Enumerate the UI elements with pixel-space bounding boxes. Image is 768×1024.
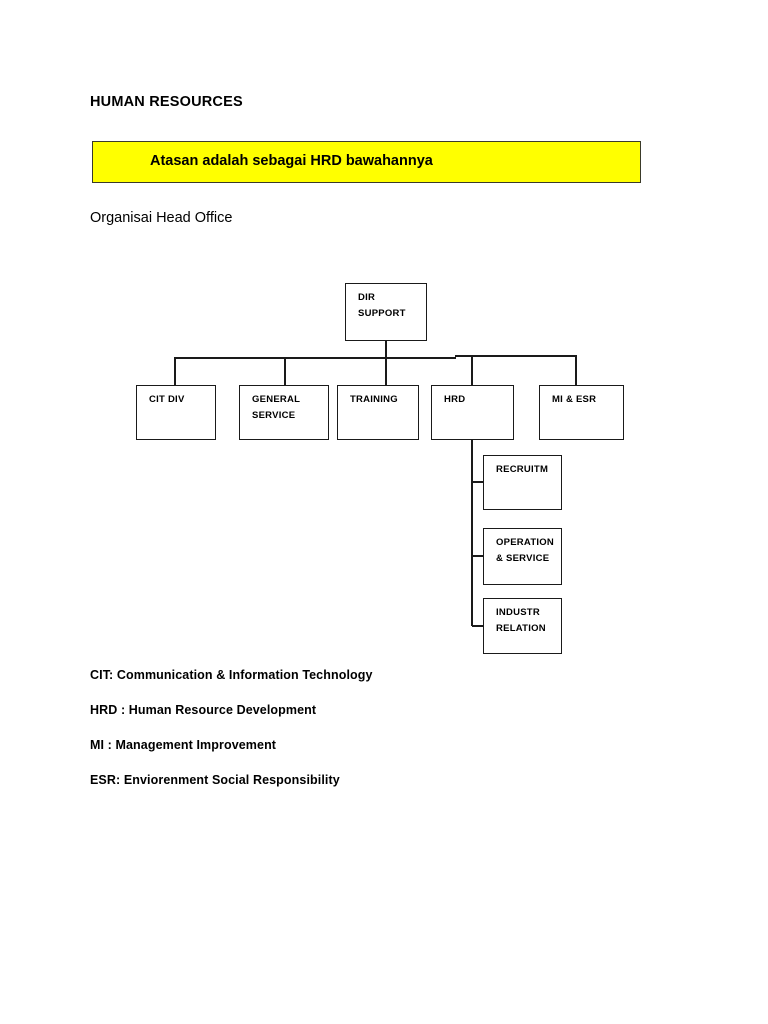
org-node-dir-support[interactable]: DIR SUPPORT [345, 283, 427, 341]
org-node-mi-esr[interactable]: MI & ESR [539, 385, 624, 440]
org-node-recruitment[interactable]: RECRUITM [483, 455, 562, 510]
org-node-general-service[interactable]: GENERAL SERVICE [239, 385, 329, 440]
org-node-industrial-relation[interactable]: INDUSTR RELATION [483, 598, 562, 654]
org-node-training[interactable]: TRAINING [337, 385, 419, 440]
section-subtitle: Organisai Head Office [90, 210, 233, 226]
page-title: HUMAN RESOURCES [90, 94, 243, 110]
org-node-cit-div[interactable]: CIT DIV [136, 385, 216, 440]
legend-item-mi: MI : Management Improvement [90, 738, 277, 752]
highlight-callout-banner: Atasan adalah sebagai HRD bawahannya [92, 141, 641, 183]
org-node-operation-service[interactable]: OPERATION & SERVICE [483, 528, 562, 585]
abbreviation-legend: CIT: Communication & Information Technol… [90, 668, 570, 808]
legend-item-esr: ESR: Enviorenment Social Responsibility [90, 773, 340, 787]
callout-text: Atasan adalah sebagai HRD bawahannya [150, 153, 433, 169]
legend-item-hrd: HRD : Human Resource Development [90, 703, 317, 717]
org-node-hrd[interactable]: HRD [431, 385, 514, 440]
legend-item-cit: CIT: Communication & Information Technol… [90, 668, 373, 682]
